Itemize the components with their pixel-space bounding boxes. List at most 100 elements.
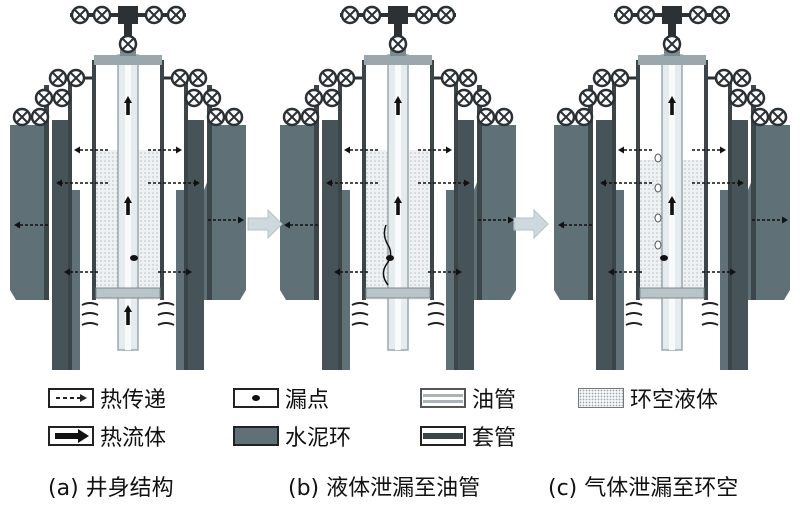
valve-side-left-l3-x2 bbox=[560, 111, 572, 123]
valve-top-l2-x2 bbox=[640, 9, 652, 21]
heat-arrow-7-head bbox=[334, 268, 340, 276]
cement-outer-left bbox=[280, 125, 322, 300]
wellhead-flange bbox=[638, 55, 706, 65]
coil-right-1 bbox=[157, 312, 175, 316]
well-a bbox=[10, 5, 246, 370]
coil-left-1 bbox=[625, 312, 643, 316]
casing-inner-left bbox=[92, 60, 96, 300]
casing-outer-right bbox=[477, 85, 482, 300]
casing-inner-right bbox=[704, 60, 708, 300]
cement-outer-right bbox=[474, 125, 516, 300]
hot-fluid-arrow-2 bbox=[126, 201, 130, 215]
top-neck bbox=[394, 24, 402, 39]
heat-arrow-8-head bbox=[456, 268, 462, 276]
hot-fluid-arrow-1-head bbox=[394, 96, 402, 103]
casing-mid-right bbox=[454, 80, 458, 370]
heat-arrow-3-head bbox=[326, 179, 332, 187]
coil-right-0 bbox=[157, 302, 175, 306]
valve-side-left-l3b-x2 bbox=[34, 111, 46, 123]
casing-inner-left bbox=[362, 60, 366, 300]
valve-master-x2 bbox=[666, 38, 678, 50]
valve-top-r2-x2 bbox=[714, 9, 726, 21]
gap-left bbox=[593, 110, 596, 300]
casing-mid-left bbox=[612, 80, 616, 370]
top-neck bbox=[124, 24, 132, 39]
valve-side-right-l2b-x2 bbox=[458, 92, 470, 104]
cement-inner-left bbox=[322, 120, 338, 370]
packer bbox=[639, 287, 705, 299]
heat-arrow-6-head bbox=[238, 216, 244, 224]
coil-right-2 bbox=[157, 322, 175, 326]
legend-hot-fluid: 热流体 bbox=[48, 421, 166, 451]
solid-arrow-icon bbox=[48, 426, 94, 446]
heat-arrow-8-head bbox=[730, 268, 736, 276]
hot-fluid-arrow-2-head bbox=[394, 196, 402, 203]
packer bbox=[365, 287, 431, 299]
heat-arrow-4-head bbox=[194, 179, 200, 187]
valve-top-l2-x2 bbox=[366, 9, 378, 21]
tubing-swatch-icon bbox=[420, 388, 466, 408]
heat-arrow-7-head bbox=[608, 268, 614, 276]
valve-side-right-l3-x2 bbox=[772, 111, 784, 123]
cement-outer-right bbox=[748, 125, 790, 300]
valve-top-r2-x2 bbox=[440, 9, 452, 21]
gap-left bbox=[319, 110, 322, 300]
valve-side-right-l2b-x2 bbox=[732, 92, 744, 104]
coil-left-2 bbox=[625, 322, 643, 326]
coil-right-1 bbox=[427, 312, 445, 316]
cement-inner-left bbox=[52, 120, 68, 370]
hot-fluid-arrow-1 bbox=[396, 101, 400, 115]
gap-left bbox=[49, 110, 52, 300]
hot-fluid-arrow-2-head bbox=[668, 196, 676, 203]
valve-side-right-l3-x2 bbox=[228, 111, 240, 123]
valve-side-right-l2-x2 bbox=[750, 92, 762, 104]
casing-swatch-icon bbox=[420, 426, 466, 446]
well-c bbox=[554, 5, 790, 370]
casing-mid-right bbox=[184, 80, 188, 370]
valve-master-x2 bbox=[392, 38, 404, 50]
valve-side-left-l1b-x2 bbox=[340, 72, 352, 84]
valve-side-right-l1-x2 bbox=[192, 72, 204, 84]
annulus-outer-left bbox=[342, 80, 362, 190]
valve-top-r1-x2 bbox=[692, 9, 704, 21]
legend-label: 热流体 bbox=[100, 426, 167, 451]
annulus-outer-right bbox=[434, 80, 454, 190]
valve-side-left-l2b-x2 bbox=[56, 92, 68, 104]
leak-crack bbox=[382, 224, 392, 286]
valve-side-right-l1b-x2 bbox=[174, 72, 186, 84]
valve-side-left-l1b-x2 bbox=[614, 72, 626, 84]
heat-arrow-5-head bbox=[14, 221, 20, 229]
coil-left-2 bbox=[351, 322, 369, 326]
coil-left-0 bbox=[351, 302, 369, 306]
heat-arrow-6-head bbox=[508, 216, 514, 224]
heat-arrow-2-head bbox=[720, 146, 726, 154]
leak-point bbox=[660, 255, 668, 261]
hot-fluid-arrow-1 bbox=[670, 101, 674, 115]
valve-side-right-l1b-x2 bbox=[718, 72, 730, 84]
coil-left-2 bbox=[81, 322, 99, 326]
heat-arrow-2-head bbox=[446, 146, 452, 154]
valve-side-left-l2b-x2 bbox=[600, 92, 612, 104]
cement-outer-left bbox=[10, 125, 52, 300]
top-cross bbox=[118, 6, 138, 24]
legend-leak-point: 漏点 bbox=[233, 383, 329, 413]
coil-left-1 bbox=[81, 312, 99, 316]
heat-arrow-4-head bbox=[464, 179, 470, 187]
coil-left-1 bbox=[351, 312, 369, 316]
valve-top-r1-x2 bbox=[148, 9, 160, 21]
casing-outer-left bbox=[44, 85, 49, 300]
coil-right-0 bbox=[701, 302, 719, 306]
valve-side-right-l2b-x2 bbox=[188, 92, 200, 104]
valve-side-right-l3-x2 bbox=[498, 111, 510, 123]
legend-annulus-liquid: 环空液体 bbox=[578, 383, 718, 413]
dotted-fill-icon bbox=[578, 388, 624, 408]
top-cross bbox=[388, 6, 408, 24]
legend-label: 水泥环 bbox=[285, 426, 352, 451]
coil-left-0 bbox=[81, 302, 99, 306]
valve-side-left-l1b-x2 bbox=[70, 72, 82, 84]
heat-arrow-1-head bbox=[74, 146, 80, 154]
valve-side-right-l1b-x2 bbox=[444, 72, 456, 84]
gas-bubble-1 bbox=[654, 183, 662, 193]
casing-inner-right bbox=[430, 60, 434, 300]
